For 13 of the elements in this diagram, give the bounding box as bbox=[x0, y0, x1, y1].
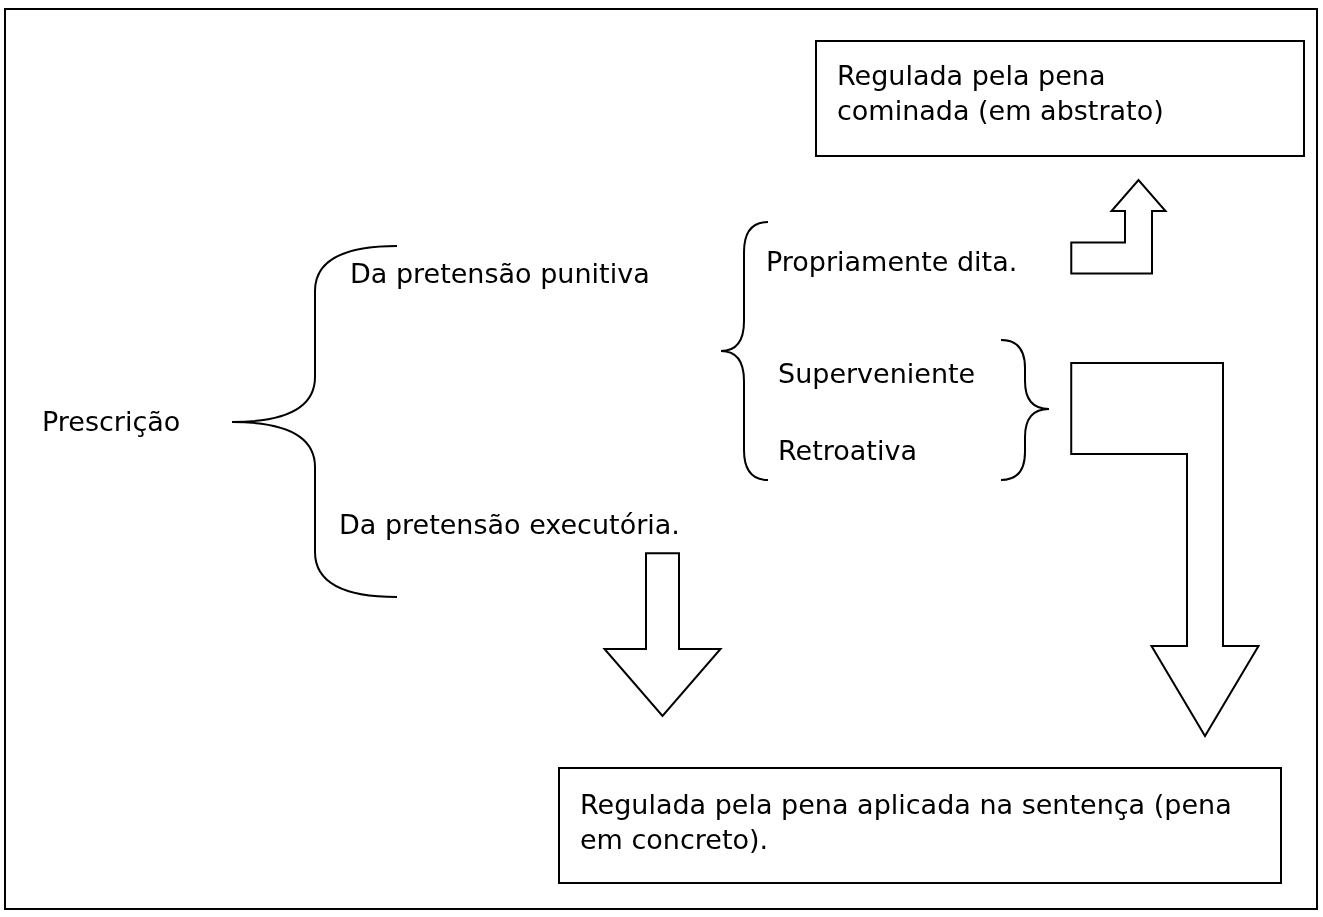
label-text: Da pretensão executória. bbox=[339, 508, 680, 542]
box-text: Regulada pela pena aplicada na sentença (pena em concreto). bbox=[580, 788, 1233, 858]
box-text: Regulada pela pena cominada (em abstrato) bbox=[837, 59, 1165, 129]
label-text: Retroativa bbox=[778, 434, 917, 468]
block-arrow bbox=[602, 552, 723, 718]
label-text: Prescrição bbox=[42, 405, 181, 439]
text-box bbox=[815, 40, 1305, 157]
text-box bbox=[558, 767, 1282, 884]
block-arrow bbox=[1070, 178, 1168, 275]
label-text: Da pretensão punitiva bbox=[350, 257, 650, 291]
label-text: Propriamente dita. bbox=[766, 245, 1018, 279]
label-text: Superveniente bbox=[778, 357, 976, 391]
block-arrow bbox=[1070, 362, 1261, 738]
